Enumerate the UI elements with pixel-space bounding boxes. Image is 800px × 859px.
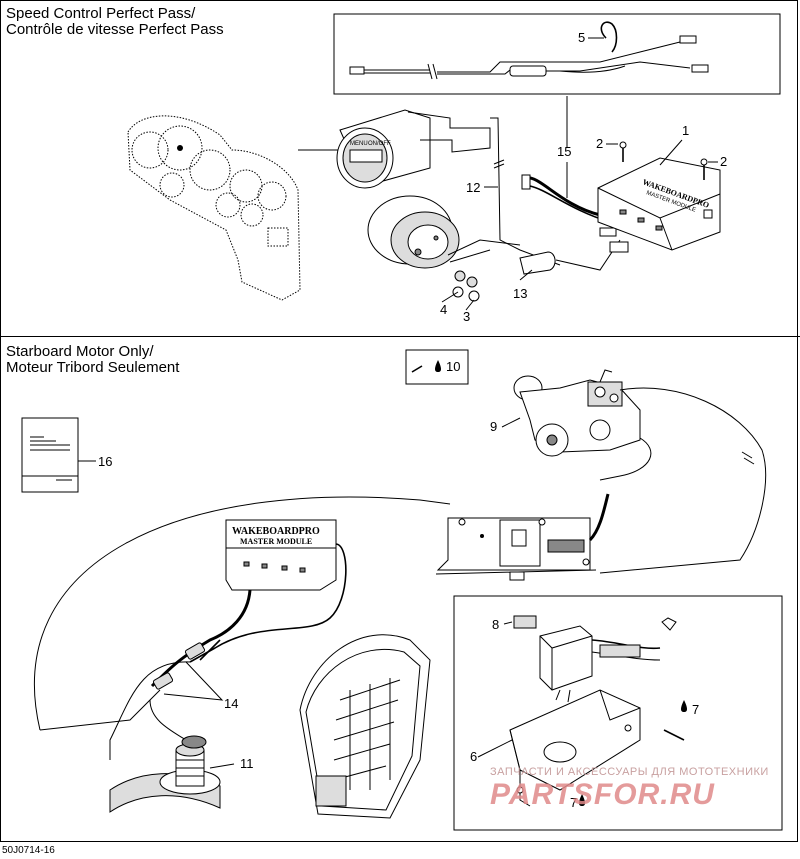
gauge-menu-label: MENU — [350, 141, 368, 147]
harness-wires — [349, 35, 709, 80]
sealant-box — [405, 349, 469, 385]
callout-12: 12 — [466, 180, 481, 195]
callout-2-left: 2 — [596, 136, 604, 151]
callout-5: 5 — [578, 30, 586, 45]
nut — [468, 290, 480, 302]
module-name-bottom: MASTER MODULE — [240, 537, 312, 546]
callout-6: 6 — [470, 749, 478, 764]
threadlocker-drop-icon — [579, 794, 585, 806]
master-module-bottom: WAKEBOARDPRO MASTER MODULE — [225, 519, 337, 591]
screw-icon — [700, 158, 708, 180]
watermark-brand: PARTSFOR.RU — [490, 778, 715, 811]
diagram-code: 50J0714-16 — [2, 845, 55, 856]
boat-speed-gauge — [367, 195, 460, 269]
detail-inset-box — [453, 595, 783, 831]
callout-14: 14 — [224, 696, 239, 711]
harness-inset-box — [333, 13, 781, 95]
watermark-text: ЗАПЧАСТИ И АКСЕССУАРЫ ДЛЯ МОТОТЕХНИКИ — [490, 766, 769, 778]
connector — [184, 642, 206, 660]
connector — [152, 672, 174, 690]
dashboard-panel — [127, 115, 301, 301]
adhesive-pad — [513, 615, 537, 629]
inline-fuse — [509, 65, 547, 77]
top-section-title-line2: Contrôle de vitesse Perfect Pass — [6, 21, 224, 38]
callout-7-bottom: 7 — [570, 795, 578, 810]
threadlocker-drop-icon — [681, 700, 687, 712]
washer — [466, 276, 478, 288]
callout-4: 4 — [440, 302, 448, 317]
callout-15: 15 — [557, 144, 572, 159]
callout-3: 3 — [463, 309, 471, 324]
top-section-title-line1: Speed Control Perfect Pass/ — [6, 5, 196, 22]
ignition-switch — [109, 735, 221, 813]
callout-13: 13 — [513, 286, 528, 301]
sealant-drop-icon — [435, 360, 441, 372]
temperature-sensor — [519, 251, 556, 275]
instruction-card — [21, 417, 79, 493]
throttle-assembly — [513, 369, 641, 457]
module-brand-bottom: WAKEBOARDPRO — [232, 526, 320, 537]
diagram-frame — [0, 0, 798, 842]
bracket-plate — [509, 689, 641, 807]
callout-2-right: 2 — [720, 154, 728, 169]
callout-11: 11 — [240, 756, 254, 771]
relay-module — [539, 617, 677, 703]
callout-1: 1 — [682, 123, 690, 138]
screw-icon — [619, 141, 627, 162]
callout-16: 16 — [98, 454, 113, 469]
speed-control-gauge: MENU ON/OFF — [336, 109, 491, 189]
bottom-section-title-line2: Moteur Tribord Seulement — [6, 359, 180, 376]
callout-10: 10 — [446, 359, 461, 374]
gauge-onoff-label: ON/OFF — [368, 141, 391, 147]
safety-lanyard-key — [299, 634, 431, 819]
bottom-section-title-line1: Starboard Motor Only/ — [6, 343, 154, 360]
washer — [454, 270, 466, 282]
mounting-bracket-assembly — [435, 493, 610, 581]
screw-icon — [663, 729, 685, 741]
callout-8: 8 — [492, 617, 500, 632]
callout-9: 9 — [490, 419, 498, 434]
master-module-top: WAKEBOARDPRO MASTER MODULE — [597, 157, 721, 251]
callout-7-right: 7 — [692, 702, 700, 717]
section-divider — [0, 336, 800, 337]
cable-tie-icon — [600, 21, 618, 53]
